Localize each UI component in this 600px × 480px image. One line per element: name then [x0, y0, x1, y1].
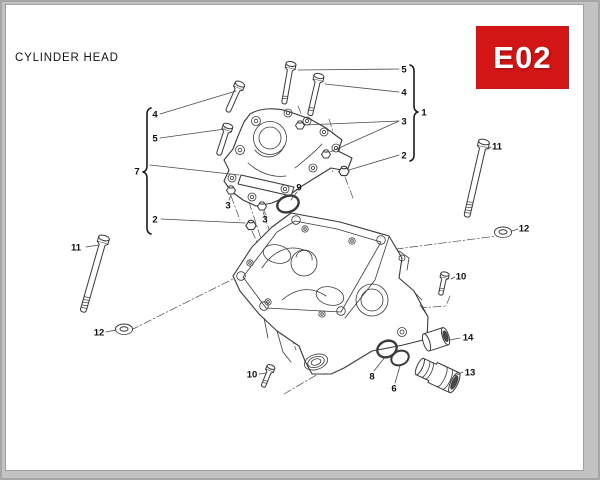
section-code-badge[interactable]: E02 — [476, 26, 569, 89]
stud-bolt-11-right — [460, 137, 491, 219]
o-ring-8 — [376, 339, 398, 359]
callout-6: 6 — [391, 384, 396, 395]
nut-2 — [245, 219, 257, 231]
washer-12-right — [494, 226, 512, 238]
bolt-4-right — [304, 72, 325, 118]
callout-3: 3 — [262, 215, 267, 226]
callout-8: 8 — [369, 372, 374, 383]
fasteners — [76, 60, 512, 394]
page-title: CYLINDER HEAD — [15, 52, 119, 64]
callout-11: 11 — [492, 142, 503, 153]
callout-3: 3 — [225, 201, 230, 212]
callout-5: 5 — [152, 134, 158, 145]
tube-13 — [414, 357, 461, 394]
left-brace — [142, 107, 152, 235]
callout-3: 3 — [401, 117, 406, 128]
cylinder-head-body — [232, 212, 429, 375]
callout-12: 12 — [94, 328, 105, 339]
bolt-4-left — [222, 79, 247, 115]
section-code: E02 — [493, 39, 552, 75]
callout-7: 7 — [134, 167, 139, 178]
callout-4: 4 — [401, 88, 407, 99]
bolt-10-right — [435, 270, 451, 297]
callout-11: 11 — [71, 243, 82, 254]
bolt-5-right — [278, 60, 297, 106]
bolt-10-bottom — [258, 363, 277, 390]
callout-12: 12 — [519, 224, 530, 235]
callout-14: 14 — [463, 333, 474, 344]
o-ring-6 — [390, 349, 410, 367]
callout-10: 10 — [247, 370, 258, 381]
washer-12-left — [115, 323, 133, 335]
grouping-braces — [142, 64, 419, 235]
cam-cover — [223, 108, 353, 207]
callout-10: 10 — [456, 272, 467, 283]
catalog-page: CYLINDER HEAD E02 — [5, 4, 584, 471]
dowel-14 — [421, 327, 451, 352]
leader-lines — [85, 68, 519, 384]
o-ring-9 — [276, 194, 300, 214]
callout-2: 2 — [401, 151, 406, 162]
callout-1: 1 — [421, 108, 427, 119]
callout-4: 4 — [152, 110, 158, 121]
callout-2: 2 — [152, 215, 157, 226]
right-brace — [409, 64, 419, 162]
callout-5: 5 — [401, 65, 407, 76]
callout-13: 13 — [465, 368, 476, 379]
callout-9: 9 — [296, 183, 301, 194]
